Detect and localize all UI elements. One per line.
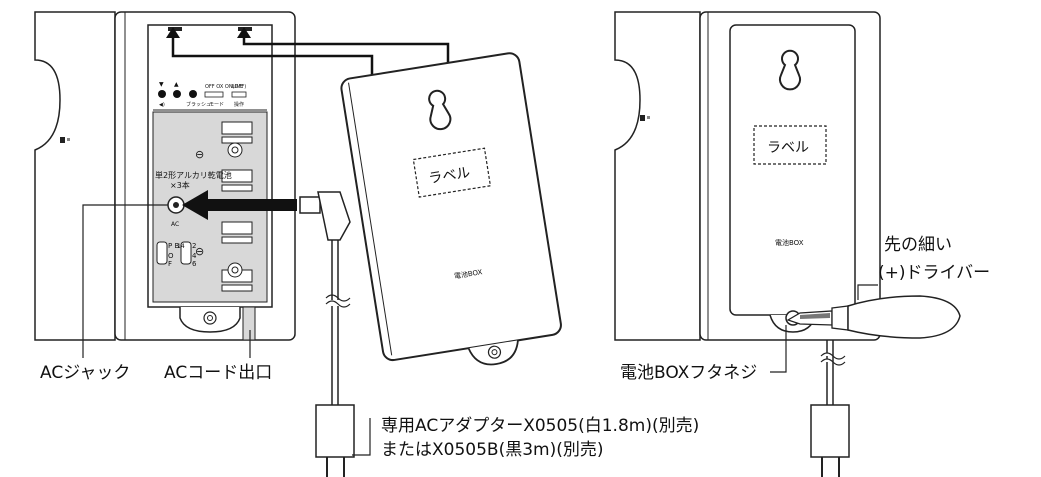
minus-terminal-2: ⊖ — [195, 245, 204, 258]
svg-text:4: 4 — [192, 252, 197, 260]
ac-plug — [299, 191, 355, 477]
vol-icon-label: ◀) — [159, 102, 165, 108]
screwdriver-callout-line2: (+)ドライバー — [878, 263, 990, 283]
callout-lines — [82, 204, 878, 456]
mode-label: モード — [209, 102, 224, 108]
adapter-callout-line2: またはX0505B(黒3m)(別売) — [381, 440, 603, 460]
battery-box-screw-callout: 電池BOXフタネジ — [620, 363, 757, 383]
svg-text:6: 6 — [192, 260, 197, 268]
ac-cord-exit — [242, 306, 256, 341]
vol-up-label: ▲ — [174, 81, 179, 88]
right-ac-cord — [810, 340, 850, 477]
battery-type-text: 単2形アルカリ乾電池 — [155, 170, 232, 180]
adapter-callout-line1: 専用ACアダプターX0505(白1.8m)(別売) — [381, 416, 699, 436]
battery-count-text: ×3本 — [170, 180, 190, 190]
svg-text:2: 2 — [192, 242, 196, 250]
svg-text:F: F — [168, 260, 172, 268]
battery-box-cover-left: ラベル 電池BOX — [340, 52, 562, 366]
ac-jack-callout: ACジャック — [40, 363, 130, 383]
screwdriver — [786, 295, 961, 339]
insert-arrow — [182, 190, 297, 220]
ac-cord-exit-callout: ACコード出口 — [164, 363, 272, 383]
right-phone-unit: ラベル 電池BOX — [614, 11, 881, 341]
flash-label: ブラッシュ — [186, 101, 211, 108]
svg-text:P B: P B — [168, 242, 179, 250]
svg-text:O: O — [168, 252, 174, 260]
box-label-text: ラベル — [427, 165, 471, 187]
left-phone-unit: ▼ ▲ OFF OX ON(OFF) LINE ◀) ブラッシュ モード 操作 … — [34, 11, 296, 341]
right-box-label-text: ラベル — [767, 140, 809, 156]
box-bottom-text: 電池BOX — [453, 267, 483, 280]
mode-switch-label: OFF OX ON(OFF) — [205, 84, 246, 90]
vol-down-label: ▼ — [159, 81, 164, 88]
line-switch-label: LINE — [232, 84, 243, 90]
left-unit-side — [34, 11, 116, 341]
svg-text:14: 14 — [177, 243, 185, 250]
ac-jack-label: AC — [171, 221, 179, 228]
right-box-bottom-text: 電池BOX — [775, 238, 804, 247]
minus-terminal-1: ⊖ — [195, 148, 204, 161]
screwdriver-callout-line1: 先の細い — [884, 235, 952, 255]
operation-label: 操作 — [234, 101, 244, 108]
